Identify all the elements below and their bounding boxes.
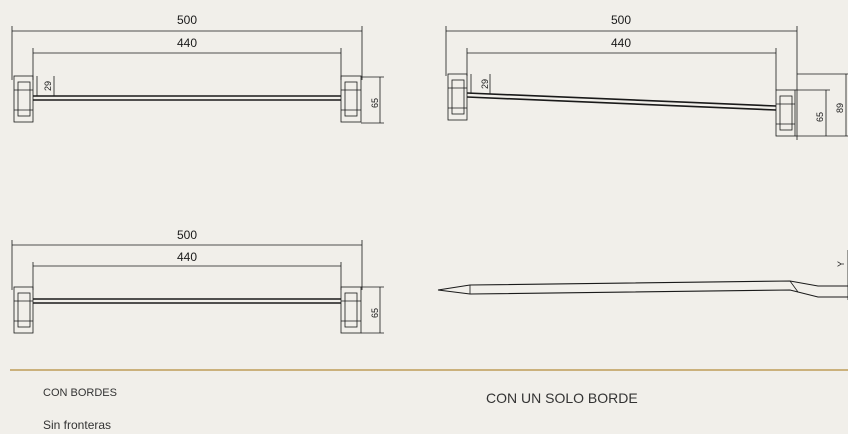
caption-without-borders: Sin fronteras bbox=[43, 418, 112, 432]
section-height-label-bottom-left: 65 bbox=[370, 308, 380, 318]
ramp-profile-no-border bbox=[11, 240, 384, 334]
section-height-label-top-left: 65 bbox=[370, 98, 380, 108]
inner-width-label-bottom-left: 440 bbox=[177, 250, 197, 264]
ramp-profile-double-border-raised bbox=[445, 26, 848, 140]
caption-single-border: CON UN SOLO BORDE bbox=[486, 390, 638, 406]
overall-width-label-top-left: 500 bbox=[177, 13, 197, 27]
caption-with-borders: CON BORDES bbox=[43, 387, 117, 399]
ramp-side-view-single-border bbox=[437, 250, 848, 300]
inner-width-label-top-right: 440 bbox=[611, 36, 631, 50]
section-height-label-top-right: 65 bbox=[815, 112, 825, 122]
inner-width-label-top-left: 440 bbox=[177, 36, 197, 50]
inner-height-label-top-right: 29 bbox=[480, 79, 490, 89]
overall-height-label-top-right: 89 bbox=[835, 103, 845, 113]
angle-label-side-view: Y bbox=[836, 261, 846, 267]
overall-width-label-bottom-left: 500 bbox=[177, 228, 197, 242]
section-divider bbox=[10, 369, 848, 371]
overall-width-label-top-right: 500 bbox=[611, 13, 631, 27]
ramp-profile-double-border-top bbox=[11, 26, 384, 124]
inner-height-label-top-left: 29 bbox=[43, 81, 53, 91]
technical-drawing-canvas: 500 440 500 440 500 440 29 65 29 65 89 6… bbox=[11, 13, 848, 334]
